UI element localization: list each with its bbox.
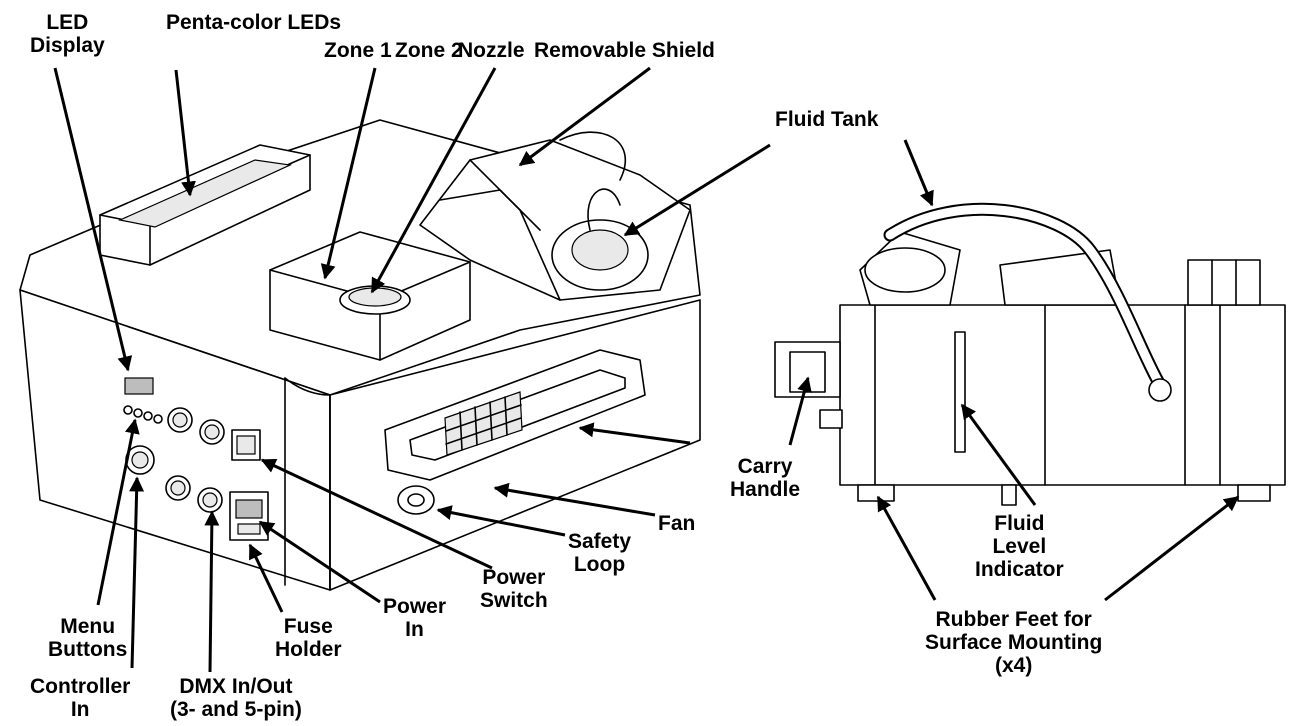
- machine-left-view: [19, 119, 701, 591]
- label-rubber-feet: Rubber Feet for Surface Mounting (x4): [925, 608, 1103, 677]
- label-safety-loop: Safety Loop: [568, 530, 632, 576]
- label-power-in: Power In: [383, 595, 447, 641]
- label-nozzle: Nozzle: [458, 39, 525, 62]
- label-fluid-tank: Fluid Tank: [775, 108, 879, 131]
- label-led-display: LED Display: [30, 11, 105, 57]
- label-zone-1: Zone 1: [324, 39, 392, 62]
- label-controller-in: Controller In: [30, 675, 131, 721]
- label-penta-color-leds: Penta-color LEDs: [166, 11, 342, 34]
- label-fan: Fan: [658, 512, 696, 535]
- callout-arrows: [53, 66, 1240, 673]
- label-menu-buttons: Menu Buttons: [48, 615, 128, 661]
- label-removable-shield: Removable Shield: [534, 39, 715, 62]
- machine-side-view: [774, 202, 1286, 506]
- label-zone-2: Zone 2: [395, 39, 463, 62]
- label-power-switch: Power Switch: [480, 566, 548, 612]
- label-dmx-in-out: DMX In/Out (3- and 5-pin): [170, 675, 302, 721]
- label-fluid-level-indicator: Fluid Level Indicator: [975, 512, 1064, 581]
- label-fuse-holder: Fuse Holder: [275, 615, 342, 661]
- label-carry-handle: Carry Handle: [730, 455, 801, 501]
